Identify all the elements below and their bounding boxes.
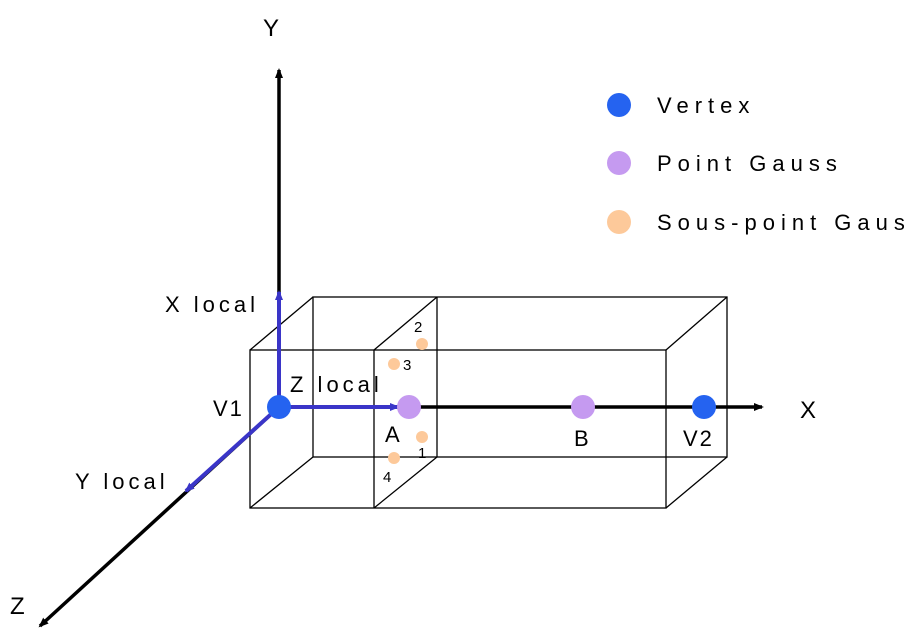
x-axis-label: X (800, 397, 820, 424)
a-label: A (385, 422, 402, 447)
local-y-axis (184, 405, 281, 493)
gauss-point-b (571, 395, 595, 419)
b-label: B (574, 426, 591, 451)
legend-gauss-marker (607, 151, 631, 175)
sub-point-label-1: 1 (418, 445, 426, 462)
sub-gauss-point-3 (388, 358, 400, 370)
section-edge (373, 296, 438, 351)
beam-edge (249, 296, 314, 351)
legend-vertex-marker (607, 93, 631, 117)
vertex-v1 (267, 395, 291, 419)
v1-label: V1 (213, 396, 244, 421)
y-local-label: Y local (75, 469, 169, 494)
beam-back-face (312, 296, 728, 458)
gauss-point-a (397, 395, 421, 419)
beam-front-face (249, 349, 667, 509)
sub-point-label-4: 4 (383, 469, 391, 486)
beam-edge (249, 456, 314, 509)
beam-edge (665, 456, 728, 509)
sub-gauss-point-1 (416, 431, 428, 443)
beam-edge (665, 296, 728, 351)
sub-gauss-point-2 (416, 338, 428, 350)
beam-box (249, 296, 728, 509)
sub-point-label-2: 2 (414, 319, 422, 336)
sub-gauss-point-4 (388, 452, 400, 464)
legend-vertex-label: Vertex (657, 93, 755, 118)
sub-point-label-3: 3 (403, 357, 411, 374)
legend-sub-gauss-label: Sous-point Gauss (657, 210, 904, 235)
vertex-v2 (692, 395, 716, 419)
section-edge (373, 456, 438, 509)
y-axis-label: Y (263, 15, 283, 42)
legend-sub-gauss-marker (607, 210, 631, 234)
z-local-label: Z local (290, 372, 383, 397)
legend-gauss-label: Point Gauss (657, 151, 843, 176)
v2-label: V2 (683, 426, 714, 451)
z-axis-label: Z (10, 593, 29, 620)
legend: Vertex Point Gauss Sous-point Gauss (607, 93, 904, 235)
x-local-label: X local (165, 292, 259, 317)
